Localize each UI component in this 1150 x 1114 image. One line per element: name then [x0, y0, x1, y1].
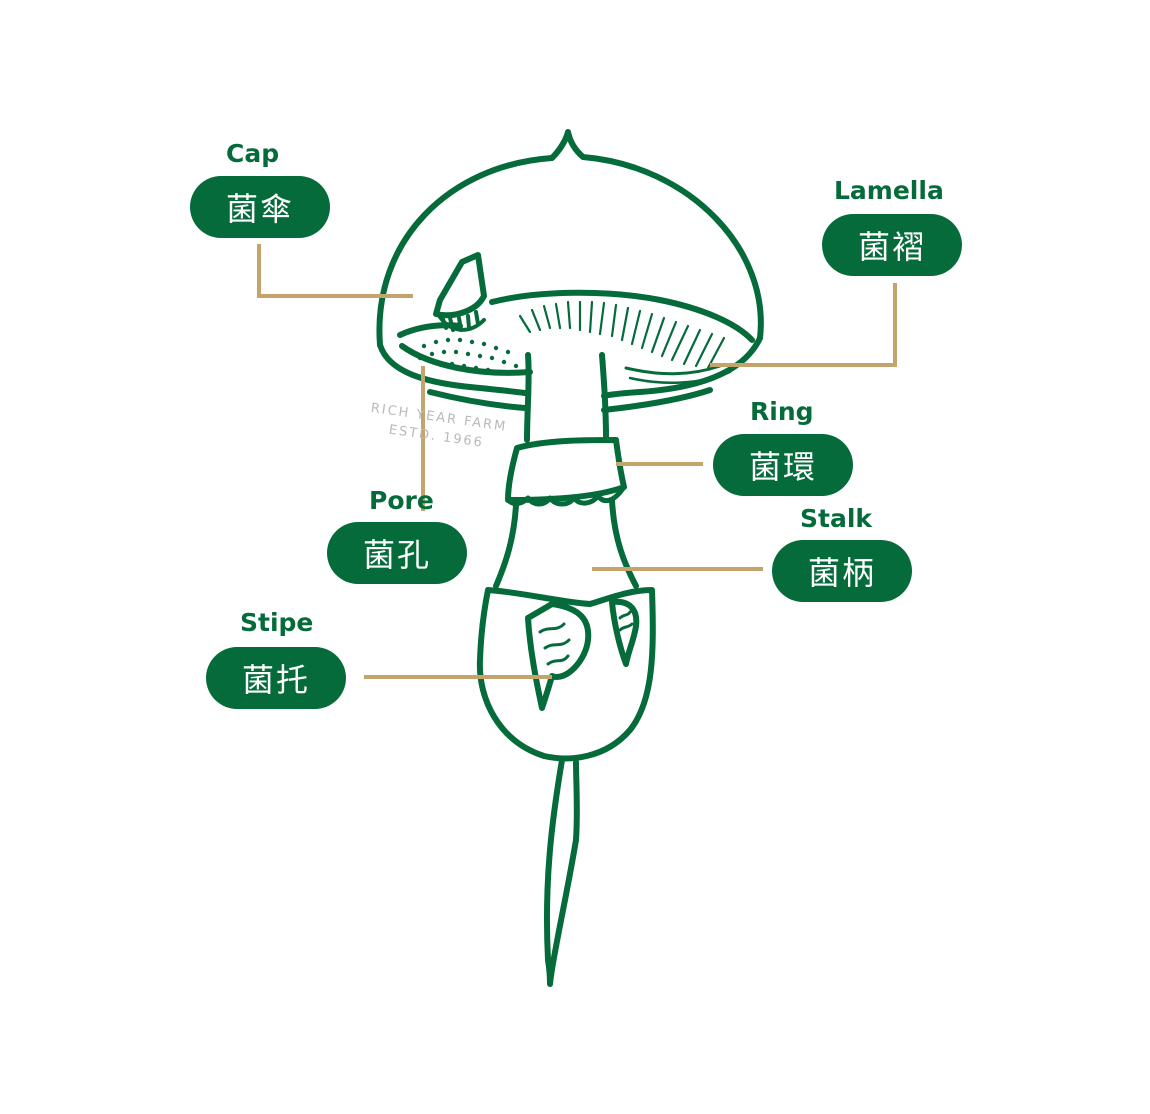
- volva-outline: [476, 587, 656, 762]
- gills-edge: [489, 289, 755, 343]
- cap-label-en: Cap: [226, 139, 280, 168]
- pore-label-en: Pore: [369, 486, 434, 515]
- cap-cut-piece-ribs: [436, 310, 486, 332]
- volva-marks: [538, 610, 634, 666]
- volva-tear-left: [525, 601, 592, 711]
- stalk-lower-left: [493, 502, 519, 589]
- stalk-label-pill: 菌柄: [772, 540, 912, 602]
- ring-outline: [505, 437, 627, 503]
- stalk-upper-right: [599, 352, 609, 441]
- pore-label-pill: 菌孔: [327, 522, 467, 584]
- lamella-leader: [710, 283, 897, 367]
- lamella-label-en: Lamella: [834, 176, 944, 205]
- cap-underside-left: [377, 342, 528, 396]
- ring-scallop: [505, 484, 627, 507]
- cap-underside-right: [601, 335, 763, 399]
- pore-dots: [409, 337, 519, 375]
- ring-label-en: Ring: [750, 397, 814, 426]
- cap-outline: [376, 129, 764, 348]
- stipe-label-en: Stipe: [240, 608, 314, 637]
- leader-lines: [257, 244, 897, 679]
- pore-surface-edge: [397, 322, 463, 338]
- root-tail: [543, 757, 580, 987]
- cap-leader: [257, 244, 413, 298]
- cap-cut-piece: [433, 252, 487, 319]
- cap-label-pill: 菌傘: [190, 176, 330, 238]
- volva-tear-right: [609, 598, 640, 667]
- stalk-upper-left: [524, 352, 532, 443]
- stalk-label-en: Stalk: [800, 504, 873, 533]
- stalk-lower-right: [609, 497, 639, 589]
- stipe-label-pill: 菌托: [206, 647, 346, 709]
- lamella-label-pill: 菌褶: [822, 214, 962, 276]
- ring-label-pill: 菌環: [713, 434, 853, 496]
- cap-lip: [427, 387, 713, 413]
- gill-lines: [518, 300, 732, 385]
